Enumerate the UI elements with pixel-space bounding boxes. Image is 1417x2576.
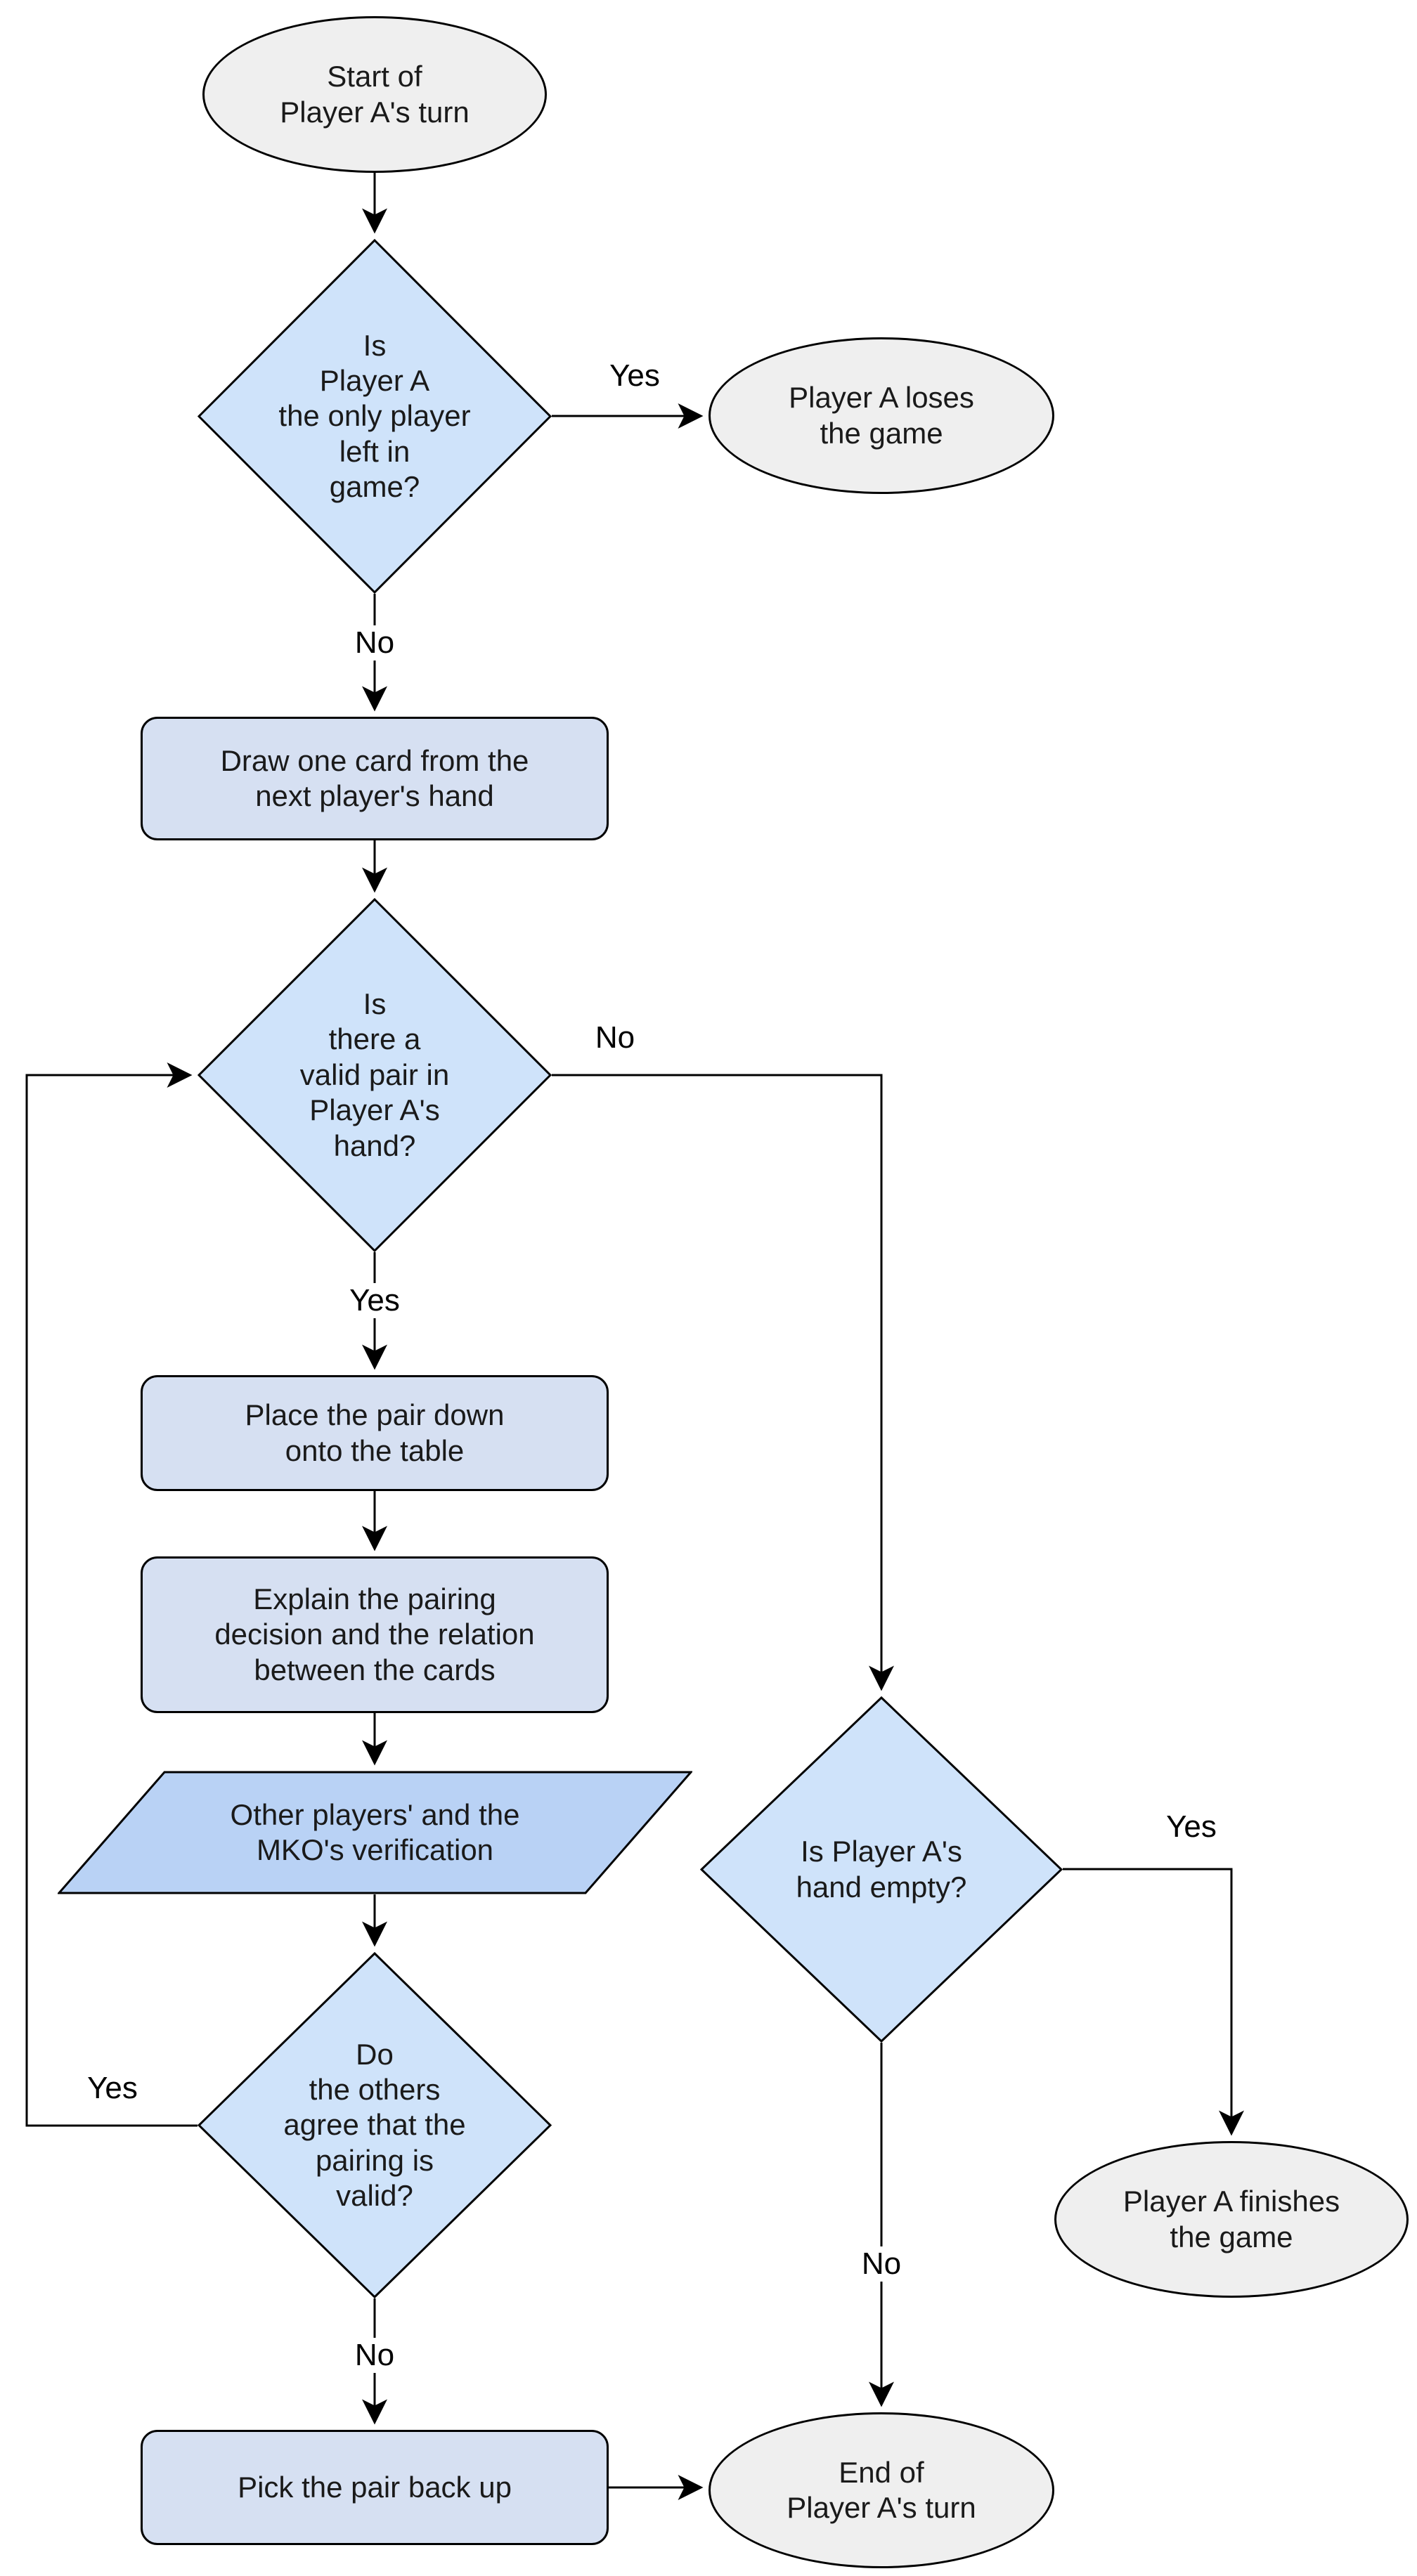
node-player-a-loses-terminator: Player A loses the game [708, 337, 1054, 494]
node-explain-pairing-label: Explain the pairing decision and the rel… [214, 1582, 535, 1686]
node-others-agree-label: Do the others agree that the pairing is … [283, 2037, 466, 2213]
node-only-player-left-decision: Is Player A the only player left in game… [198, 239, 552, 594]
parallelogram-shape [58, 1771, 692, 1894]
edge-label-valid-pair-no: No [588, 1020, 642, 1055]
edge-label-only-player-no: No [347, 625, 402, 661]
node-draw-card-label: Draw one card from the next player's han… [220, 743, 529, 812]
node-place-pair-label: Place the pair down onto the table [245, 1398, 505, 1467]
edge-label-hand-empty-yes: Yes [1159, 1809, 1224, 1845]
node-hand-empty-label: Is Player A's hand empty? [796, 1835, 967, 1904]
node-place-pair-process: Place the pair down onto the table [141, 1375, 609, 1491]
node-only-player-left-label: Is Player A the only player left in game… [278, 328, 471, 504]
diamond-shape [198, 1952, 552, 2298]
node-hand-empty-decision: Is Player A's hand empty? [700, 1696, 1063, 2043]
node-draw-card-process: Draw one card from the next player's han… [141, 717, 609, 840]
edge-label-hand-empty-no: No [854, 2246, 909, 2282]
node-verification-label: Other players' and the MKO's verificatio… [230, 1797, 520, 1866]
diamond-shape [198, 898, 552, 1252]
edge-label-valid-pair-yes: Yes [342, 1283, 407, 1318]
node-player-a-finishes-terminator: Player A finishes the game [1054, 2141, 1409, 2298]
node-others-agree-decision: Do the others agree that the pairing is … [198, 1952, 552, 2298]
diamond-shape [700, 1696, 1063, 2043]
node-end-label: End of Player A's turn [787, 2455, 976, 2524]
node-pick-pair-back-label: Pick the pair back up [238, 2470, 512, 2504]
node-start-label: Start of Player A's turn [280, 60, 470, 129]
edge-label-others-agree-no: No [347, 2338, 402, 2373]
edge-label-others-agree-yes: Yes [80, 2071, 145, 2106]
node-verification-io: Other players' and the MKO's verificatio… [58, 1771, 692, 1894]
node-player-a-loses-label: Player A loses the game [789, 381, 974, 450]
node-start-terminator: Start of Player A's turn [202, 16, 547, 173]
edge-hand-empty-yes-to-finishes [1063, 1868, 1244, 2136]
edge-label-only-player-yes: Yes [602, 358, 667, 393]
node-valid-pair-decision: Is there a valid pair in Player A's hand… [198, 898, 552, 1252]
node-explain-pairing-process: Explain the pairing decision and the rel… [141, 1556, 609, 1713]
edge-others-agree-yes-loop-to-valid-pair [25, 1062, 198, 2127]
edge-valid-pair-no-to-hand-empty [552, 1074, 894, 1691]
node-player-a-finishes-label: Player A finishes the game [1122, 2185, 1340, 2253]
node-pick-pair-back-process: Pick the pair back up [141, 2430, 609, 2545]
node-end-terminator: End of Player A's turn [708, 2412, 1054, 2568]
node-valid-pair-label: Is there a valid pair in Player A's hand… [299, 987, 450, 1162]
diamond-shape [198, 239, 552, 594]
